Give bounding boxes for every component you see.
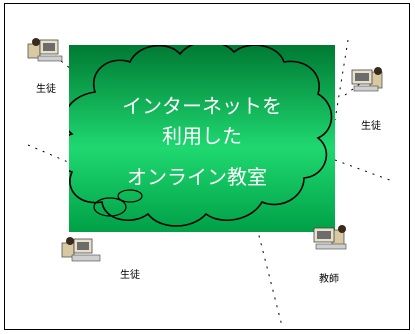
connector-right [334,159,396,183]
internet-cloud: インターネットを 利用した オンライン教室 [69,45,335,232]
connector-lines [27,39,396,327]
label-student-bottom-left: 生徒 [120,270,140,281]
cloud-line-2: 利用した [162,124,242,148]
slide-frame [4,3,410,330]
computer-icon-teacher [313,225,347,250]
cloud-line-3: オンライン教室 [127,165,267,189]
connector-left [27,144,76,166]
computer-icon-student-top-left [27,38,63,62]
label-student-right: 生徒 [361,121,381,132]
connector-top-right [334,39,349,121]
connector-bottom [254,219,283,327]
small-cloud-bubble-2 [93,197,127,217]
computer-icon-student-bottom-left [61,237,101,262]
small-cloud-bubble-1 [117,189,143,203]
label-student-top-left: 生徒 [36,84,56,95]
cloud-line-1: インターネットを [122,94,282,118]
label-teacher: 教師 [319,274,339,285]
computer-icon-student-right [351,67,383,92]
cloud-outline [69,45,333,227]
